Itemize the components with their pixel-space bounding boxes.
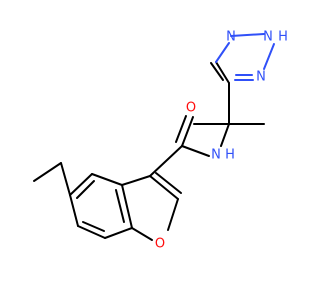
- bond-n2-n3: [263, 43, 275, 70]
- bond-n-carbonyl: [181, 145, 210, 157]
- structure-drawing: N N H N N H O O: [33, 30, 288, 252]
- ethyl-group: [33, 162, 71, 196]
- bond-c6-c7-double: [82, 221, 105, 232]
- atom-furan-o: O: [155, 237, 165, 252]
- bond-n1-n2: [230, 33, 265, 37]
- bond-c3-c3a: [121, 175, 151, 186]
- bond-c3a-c7a: [121, 184, 133, 229]
- atom-triazole-n3: N: [256, 70, 266, 85]
- benzene-ring: [69, 173, 133, 239]
- amide-group: [149, 115, 210, 177]
- bond-c3a-c7a-double: [115, 189, 125, 223]
- bond-c6-c7: [77, 225, 106, 239]
- bond-carbonyl-c3: [149, 145, 183, 177]
- atom-triazole-n1: N: [226, 30, 236, 45]
- bond-c5-n1: [215, 42, 230, 63]
- bond-c5-c6: [69, 194, 79, 227]
- atom-triazole-h: H: [278, 30, 288, 45]
- atom-carbonyl-o: O: [186, 101, 196, 116]
- bond-c-o-double: [175, 115, 187, 143]
- bond-c2-o: [167, 198, 179, 231]
- bond-o-c7a: [131, 227, 153, 241]
- bond-c4-c5: [69, 173, 93, 196]
- bond-c3a-c4: [91, 173, 123, 186]
- bond-c5-ch2: [60, 162, 71, 196]
- bond-ch2-ch3: [33, 162, 62, 182]
- bond-c4-c5-double: [210, 62, 224, 81]
- bond-c-o: [181, 116, 194, 147]
- bond-c4-c5-double: [76, 180, 95, 199]
- bond-c3-c2-double: [155, 172, 182, 194]
- bond-cq-n: [220, 123, 230, 147]
- atom-triazole-n2: N: [263, 30, 273, 45]
- atom-amide-h: H: [225, 148, 235, 163]
- atom-amide-n: N: [211, 148, 221, 163]
- bond-c4-c5: [215, 61, 230, 84]
- bond-c7-c7a: [104, 227, 133, 239]
- triazole-ring: [210, 33, 275, 84]
- molecule-diagram: N N H N N H O O: [33, 29, 288, 252]
- bond-c3-c2: [149, 175, 179, 200]
- dimethyl-carbon: [193, 82, 265, 147]
- furan-ring: [121, 172, 182, 241]
